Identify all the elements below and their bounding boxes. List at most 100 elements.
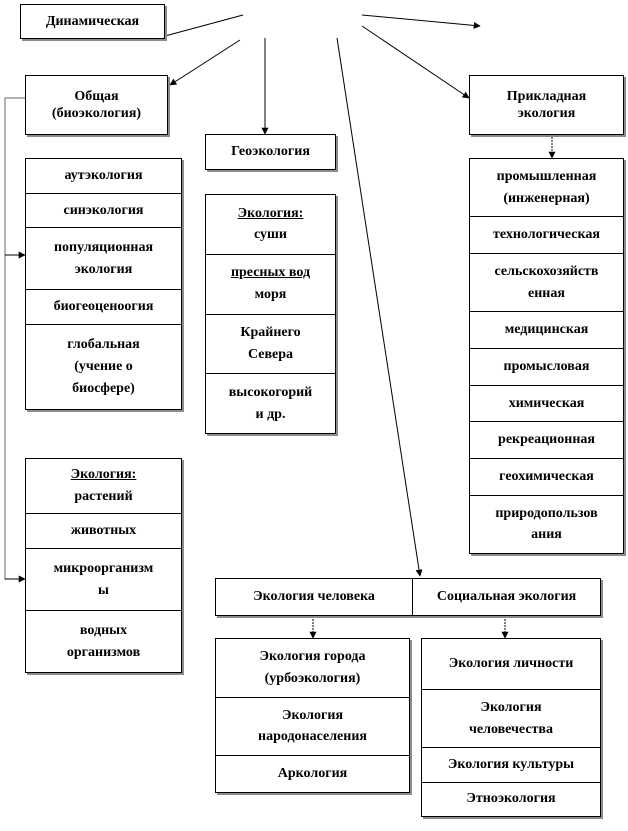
list-item-text: химическая (508, 395, 585, 411)
list-item: Экология: растений (26, 459, 181, 515)
list-item: микроорганизм ы (26, 549, 181, 612)
list-item-text: Экология (281, 707, 344, 723)
list-item-text: Экология города (259, 649, 366, 665)
list-item-text: промысловая (503, 358, 590, 374)
line-root-to-general (169, 39, 241, 86)
list-item-text: ания (531, 527, 562, 543)
list-item-text: водных (79, 622, 128, 638)
applied-ecology-box: Прикладная экология (469, 75, 624, 135)
list-item: Крайнего Севера (206, 315, 335, 375)
list-item: природопользов ания (470, 496, 623, 553)
human-ecology-label: Экология человека (253, 589, 375, 604)
list-item-text: Экология личности (448, 656, 574, 672)
list-item: промышленная (инженерная) (470, 159, 623, 218)
list-item: Экология культуры (422, 748, 600, 783)
list-item-text: Аркология (277, 766, 348, 782)
list-item: Аркология (216, 756, 409, 792)
list-item: промысловая (470, 349, 623, 386)
list-item: синэкология (26, 194, 181, 229)
list-item-text: микроорганизм (53, 560, 154, 576)
list-item-text: животных (70, 523, 137, 539)
list-item-text: (инженерная) (503, 190, 590, 206)
dynamic-ecology-label: Динамическая (45, 13, 140, 29)
list-item: Экология личности (422, 639, 600, 691)
human-social-header: Экология человека Социальная экология (215, 578, 601, 616)
list-item-text: природопользов (495, 505, 598, 521)
list-item: рекреационная (470, 422, 623, 460)
list-item: водных организмов (26, 611, 181, 672)
line-root-to-applied (361, 25, 470, 99)
list-item-text: Севера (247, 346, 294, 362)
social-ecology-list: Экология личности Экология человечества … (421, 638, 601, 817)
list-item: геохимическая (470, 459, 623, 496)
list-header: Экология: (237, 205, 304, 221)
geoecology-list: Экология: суши пресных вод моря Крайнего… (205, 194, 336, 434)
list-item-text: пресных вод (230, 265, 311, 281)
list-item: технологическая (470, 217, 623, 254)
list-item-text: глобальная (67, 337, 140, 353)
list-item: высокогорий и др. (206, 374, 335, 433)
list-item-text: Крайнего (240, 325, 301, 341)
line-root-to-extra (361, 14, 481, 29)
applied-ecology-list: промышленная (инженерная) технологическа… (469, 158, 624, 554)
bracket-general (4, 97, 25, 580)
list-item: глобальная (учение о биосфере) (26, 325, 181, 409)
list-item-text: (урбоэкология) (264, 670, 361, 686)
list-item-text: народонаселения (258, 729, 367, 745)
organisms-ecology-list: Экология: растений животных микроорганиз… (25, 458, 182, 673)
list-item-text: Экология (480, 699, 542, 715)
list-item: животных (26, 514, 181, 550)
general-ecology-box: Общая (биоэкология) (25, 75, 168, 135)
list-item-text: суши (254, 227, 287, 243)
list-item-text: аутэкология (64, 168, 143, 183)
list-item: Экология города (урбоэкология) (216, 639, 409, 698)
human-ecology-header: Экология человека (216, 579, 414, 615)
list-item: химическая (470, 386, 623, 423)
list-item-text: синэкология (63, 202, 144, 218)
list-item-text: енная (528, 285, 565, 301)
applied-ecology-line-2: экология (517, 106, 576, 121)
list-item: пресных вод моря (206, 255, 335, 315)
general-ecology-line-2: (биоэкология) (51, 106, 142, 121)
list-item-text: сельскохозяйств (494, 263, 599, 279)
list-item-text: геохимическая (499, 469, 594, 485)
list-item-text: растений (74, 489, 133, 505)
list-item: аутэкология (26, 159, 181, 194)
geoecology-label: Геоэкология (231, 144, 310, 160)
list-header: Экология: (70, 467, 137, 483)
list-item: популяционная экология (26, 228, 181, 291)
general-ecology-list: аутэкология синэкология популяционная эк… (25, 158, 182, 410)
list-item-text: биосфере) (72, 380, 135, 396)
list-item: биогеоценоогия (26, 290, 181, 325)
list-item-text: высокогорий (228, 384, 313, 400)
line-root-to-dynamic (164, 14, 244, 37)
general-ecology-line-1: Общая (74, 88, 119, 104)
list-item: Экология народонаселения (216, 698, 409, 757)
list-item-text: популяционная (53, 240, 154, 256)
list-item: сельскохозяйств енная (470, 254, 623, 313)
list-item-text: биогеоценоогия (53, 299, 154, 315)
list-item: Экология: суши (206, 195, 335, 255)
list-item-text: и др. (255, 406, 286, 422)
list-item: Этноэкология (422, 783, 600, 816)
line-root-to-human (336, 37, 423, 577)
list-item: Экология человечества (422, 690, 600, 749)
human-ecology-list: Экология города (урбоэкология) Экология … (215, 638, 410, 793)
list-item-text: моря (254, 287, 287, 303)
list-item: медицинская (470, 312, 623, 349)
applied-ecology-line-1: Прикладная (506, 88, 587, 104)
list-item-text: рекреационная (498, 432, 595, 448)
list-item-text: технологическая (493, 227, 600, 243)
list-item-text: медицинская (504, 322, 589, 338)
list-item-text: Экология культуры (447, 756, 575, 772)
list-item-text: Этноэкология (466, 791, 556, 807)
list-item-text: промышленная (496, 168, 597, 184)
list-item-text: экология (74, 261, 133, 277)
list-item-text: ы (98, 582, 109, 598)
social-ecology-header: Социальная экология (413, 579, 600, 615)
dynamic-ecology-box: Динамическая (20, 4, 165, 39)
social-ecology-label: Социальная экология (436, 589, 577, 604)
geoecology-box: Геоэкология (205, 134, 336, 170)
list-item-text: человечества (469, 721, 553, 737)
